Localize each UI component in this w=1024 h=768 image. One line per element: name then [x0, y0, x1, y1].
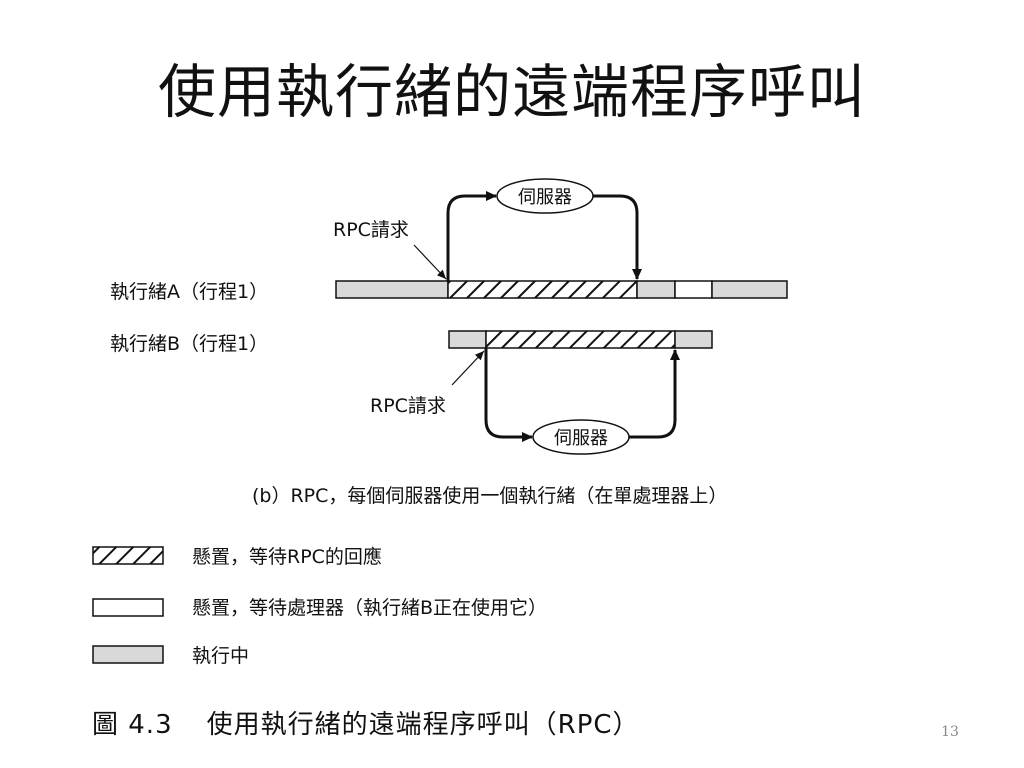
legend-label-white: 懸置，等待處理器（執行緒B正在使用它） — [192, 597, 547, 619]
figure-caption-text: 使用執行緒的遠端程序呼叫（RPC） — [206, 710, 640, 740]
diagram-subcaption: (b）RPC，每個伺服器使用一個執行緒（在單處理器上） — [252, 485, 727, 507]
slide-number: 13 — [941, 724, 959, 740]
legend-swatch-hatched — [92, 546, 164, 565]
thread-a-running-segment-3 — [711, 280, 788, 299]
thread-b-running-segment-2 — [674, 330, 713, 349]
rpc-request-arrow-top — [446, 191, 497, 281]
legend: 懸置，等待RPC的回應 懸置，等待處理器（執行緒B正在使用它） 執行中 — [92, 545, 547, 667]
thread-b-waiting-rpc-segment — [485, 330, 676, 349]
thread-a-waiting-processor-segment — [674, 280, 713, 299]
slide-title: 使用執行緒的遠端程序呼叫 — [157, 58, 866, 126]
legend-swatch-white — [92, 598, 164, 617]
server-label-top: 伺服器 — [518, 187, 572, 208]
figure-number: 圖 4.3 — [92, 710, 173, 740]
thread-a-label: 執行緒A（行程1） — [110, 281, 268, 303]
thread-a-running-segment-2 — [636, 280, 676, 299]
thread-b-running-segment — [448, 330, 487, 349]
legend-swatch-gray — [92, 645, 164, 664]
legend-label-hatched: 懸置，等待RPC的回應 — [192, 545, 382, 568]
thread-b-label: 執行緒B（行程1） — [110, 333, 268, 355]
rpc-request-label-bottom: RPC請求 — [370, 395, 446, 417]
rpc-reply-arrow-top — [593, 194, 642, 280]
figure-caption: 圖 4.3 使用執行緒的遠端程序呼叫（RPC） — [92, 705, 640, 745]
rpc-thread-diagram: 執行緒A（行程1） 伺服器 RPC請求 執行緒B（行程1） 伺服器 RPC請求 … — [92, 178, 788, 667]
rpc-request-label-top: RPC請求 — [333, 219, 409, 241]
thread-a-running-segment — [335, 280, 449, 299]
thread-a-waiting-rpc-segment — [447, 280, 638, 299]
legend-label-gray: 執行中 — [192, 645, 249, 667]
rpc-request-pointer-top — [413, 244, 447, 280]
server-label-bottom: 伺服器 — [554, 428, 608, 449]
rpc-request-arrow-bottom — [484, 348, 533, 442]
rpc-request-pointer-bottom — [451, 350, 485, 386]
rpc-reply-arrow-bottom — [629, 349, 680, 439]
